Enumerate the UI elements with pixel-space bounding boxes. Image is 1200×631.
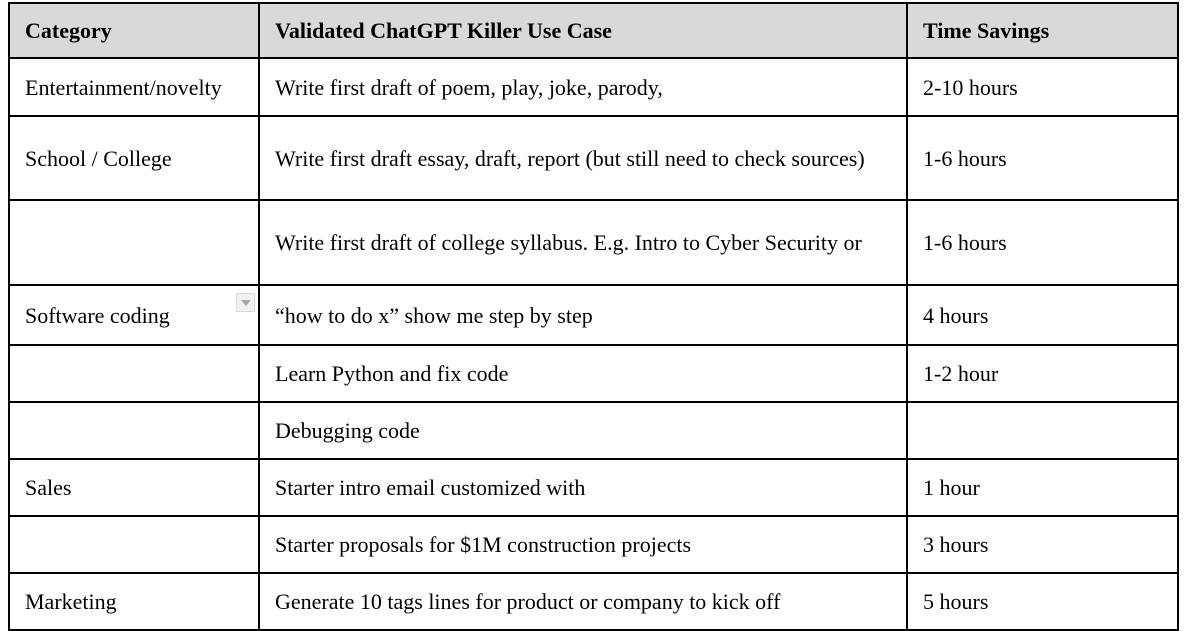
- time-savings-cell: 1-6 hours: [906, 115, 1179, 201]
- time-savings-cell: 1-2 hour: [906, 344, 1179, 403]
- document-table-container: Category Validated ChatGPT Killer Use Ca…: [8, 2, 1179, 631]
- use-case-cell: “how to do x” show me step by step: [258, 284, 908, 346]
- table-row: Starter proposals for $1M construction p…: [8, 515, 1179, 574]
- table-row: Software coding “how to do x” show me st…: [8, 284, 1179, 346]
- use-case-cell: Write first draft essay, draft, report (…: [258, 115, 908, 201]
- use-case-cell: Write first draft of poem, play, joke, p…: [258, 57, 908, 117]
- table-header-row: Category Validated ChatGPT Killer Use Ca…: [8, 2, 1179, 59]
- dropdown-arrow-icon[interactable]: [236, 293, 255, 312]
- time-savings-cell: 4 hours: [906, 284, 1179, 346]
- category-cell: [8, 515, 260, 574]
- table-row: Debugging code: [8, 401, 1179, 460]
- table-row: Sales Starter intro email customized wit…: [8, 458, 1179, 517]
- column-header-time-savings: Time Savings: [906, 2, 1179, 59]
- down-triangle-glyph: [240, 299, 251, 306]
- category-cell: Marketing: [8, 572, 260, 631]
- table-row: Learn Python and fix code 1-2 hour: [8, 344, 1179, 403]
- use-case-table: Category Validated ChatGPT Killer Use Ca…: [8, 2, 1179, 631]
- time-savings-cell: 1-6 hours: [906, 199, 1179, 286]
- time-savings-cell: 1 hour: [906, 458, 1179, 517]
- column-header-use-case: Validated ChatGPT Killer Use Case: [258, 2, 908, 59]
- category-cell: Sales: [8, 458, 260, 517]
- time-savings-cell: 2-10 hours: [906, 57, 1179, 117]
- use-case-cell: Write first draft of college syllabus. E…: [258, 199, 908, 286]
- table-row: School / College Write first draft essay…: [8, 115, 1179, 201]
- use-case-cell: Starter proposals for $1M construction p…: [258, 515, 908, 574]
- table-row: Marketing Generate 10 tags lines for pro…: [8, 572, 1179, 631]
- column-header-category: Category: [8, 2, 260, 59]
- use-case-cell: Starter intro email customized with: [258, 458, 908, 517]
- use-case-cell: Learn Python and fix code: [258, 344, 908, 403]
- category-cell: Entertainment/novelty: [8, 57, 260, 117]
- use-case-cell: Generate 10 tags lines for product or co…: [258, 572, 908, 631]
- table-row: Write first draft of college syllabus. E…: [8, 199, 1179, 286]
- category-cell: [8, 199, 260, 286]
- time-savings-cell: 5 hours: [906, 572, 1179, 631]
- time-savings-cell: [906, 401, 1179, 460]
- category-label: Software coding: [25, 302, 170, 328]
- category-cell: School / College: [8, 115, 260, 201]
- time-savings-cell: 3 hours: [906, 515, 1179, 574]
- table-row: Entertainment/novelty Write first draft …: [8, 57, 1179, 117]
- category-cell: Software coding: [8, 284, 260, 346]
- category-cell: [8, 401, 260, 460]
- category-cell: [8, 344, 260, 403]
- use-case-cell: Debugging code: [258, 401, 908, 460]
